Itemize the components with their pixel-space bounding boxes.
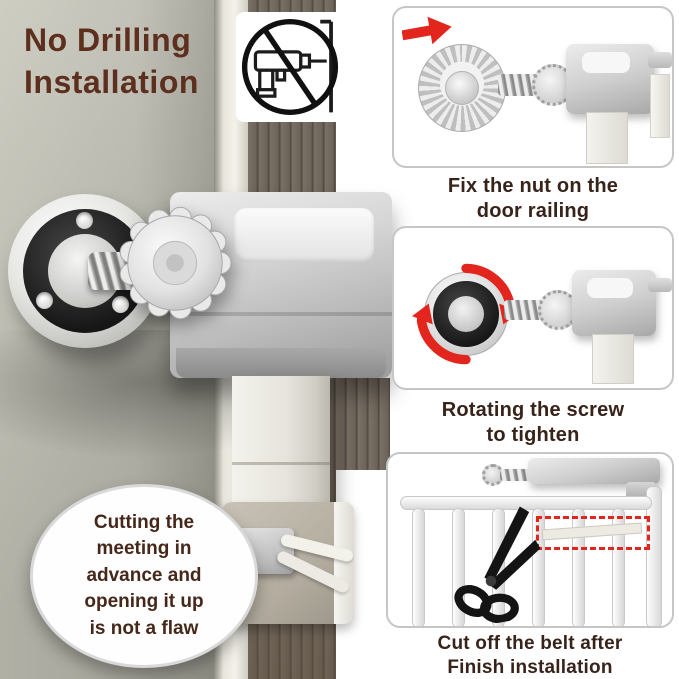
door-railing	[650, 74, 670, 138]
gate-clamp-seam	[170, 312, 392, 316]
gate-clamp-pad	[587, 277, 634, 298]
slat-paneling-background	[336, 378, 390, 470]
gate-clamp-pad	[234, 208, 374, 262]
gate-clamp-pad	[581, 52, 631, 74]
gate-frame-edge	[334, 502, 354, 624]
gate-bar	[612, 508, 625, 626]
screw-hole	[76, 212, 93, 229]
tension-knob	[538, 290, 578, 330]
gate-post	[232, 376, 330, 518]
gate-post-seam	[232, 462, 330, 465]
gate-clamp-lip	[176, 348, 386, 378]
screw-hole	[112, 296, 129, 313]
note-callout: Cutting the meeting in advance and openi…	[30, 484, 258, 668]
step-panel-fix-nut	[392, 6, 674, 168]
nut-hub	[447, 295, 485, 333]
scissors-icon	[454, 506, 541, 624]
gate-clamp	[572, 270, 656, 336]
nut-disc	[418, 44, 506, 132]
step-caption-1: Fix the nut on the door railing	[447, 175, 619, 222]
step-panel-rotate-screw	[392, 226, 674, 390]
gate-frame-post	[646, 486, 662, 626]
pressure-mount-bar	[528, 458, 660, 484]
no-drill-icon	[236, 12, 344, 122]
page-title: No Drilling Installation	[24, 22, 199, 100]
nut-disc	[424, 272, 508, 356]
nut-hub	[444, 70, 480, 106]
tension-knob	[119, 206, 232, 320]
belt-highlight-box	[536, 516, 650, 550]
clamp-arm	[648, 52, 672, 68]
red-arrow-icon	[402, 16, 452, 45]
gate-post	[592, 334, 634, 384]
screw-hole	[36, 292, 53, 309]
step-caption-2: Rotating the screw to tighten	[441, 399, 625, 446]
step-panel-cut-belt	[386, 452, 674, 628]
gate-clamp	[566, 44, 654, 114]
clamp-arm	[648, 278, 672, 292]
gate-top-rail	[400, 496, 652, 510]
step-caption-3: Cut off the belt after Finish installati…	[437, 633, 623, 678]
threaded-screw	[500, 469, 532, 481]
gate-post	[586, 112, 628, 164]
note-text: Cutting the meeting in advance and openi…	[84, 511, 204, 639]
gate-bar	[412, 508, 425, 626]
